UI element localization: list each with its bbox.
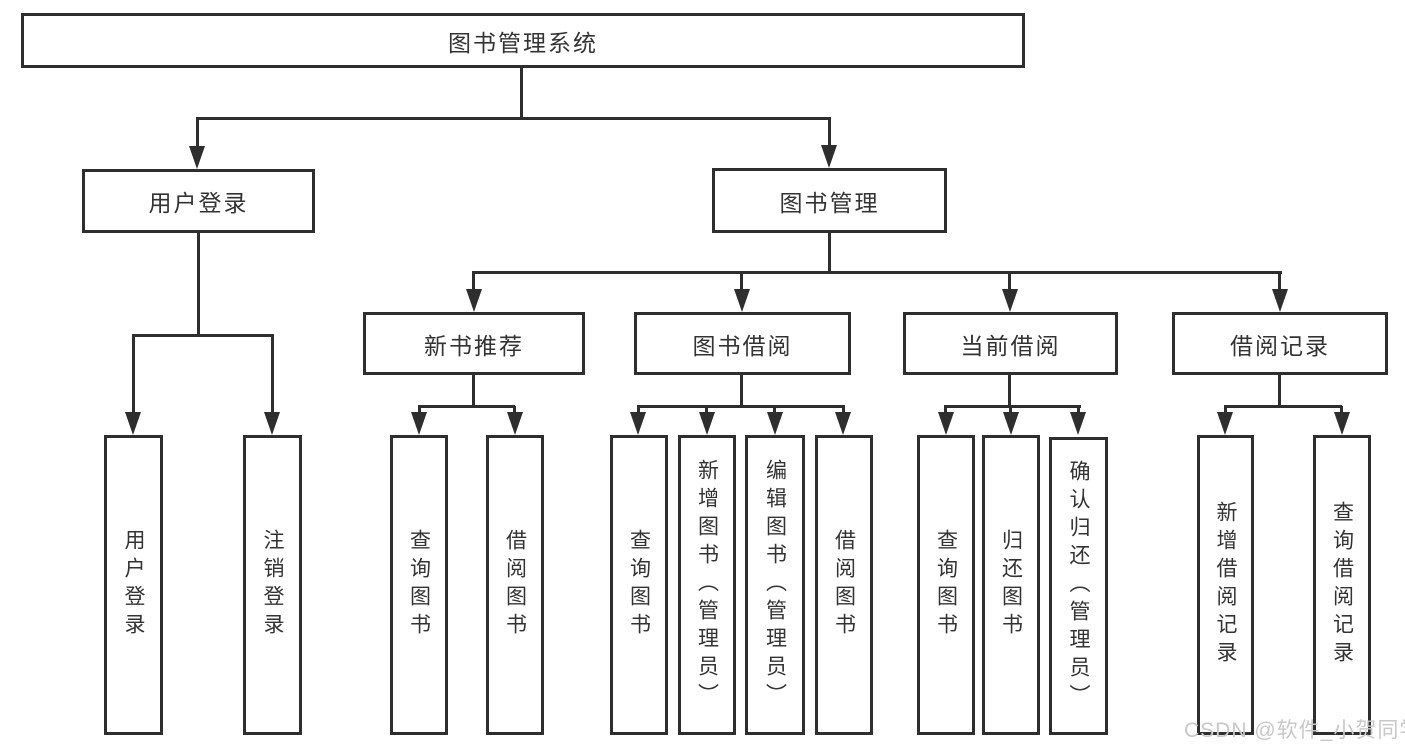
leaf-label: 确认归还（管理员） [1067,460,1091,712]
connector-drop-book-management [828,117,831,148]
arrow-down-icon [630,412,646,435]
leaf-query-books-2: 查询图书 [610,435,668,735]
connector-drop [842,406,845,414]
leaf-query-books-3: 查询图书 [917,435,975,735]
connector-trunk [740,375,743,408]
arrow-down-icon [189,146,205,169]
node-root: 图书管理系统 [21,13,1025,68]
connector-branch [418,405,515,408]
leaf-confirm-return-admin: 确认归还（管理员） [1049,437,1108,735]
connector-drop [513,406,516,414]
node-borrow-records: 借阅记录 [1172,312,1388,375]
leaf-label: 新增图书（管理员） [695,459,719,711]
node-current-borrow-label: 当前借阅 [960,332,1061,359]
arrow-down-icon [1003,412,1019,435]
connector-root-branch [196,117,831,120]
connector-drop [1009,406,1012,414]
connector-drop [418,406,421,414]
arrow-down-icon [466,289,482,312]
connector-drop [472,272,475,292]
leaf-label: 查询图书 [627,529,651,641]
connector-drop [740,272,743,292]
node-user-login: 用户登录 [82,169,315,233]
leaf-label: 查询图书 [407,529,431,641]
leaf-label: 新增借阅记录 [1214,501,1238,669]
leaf-add-books-admin: 新增图书（管理员） [678,435,736,735]
arrow-down-icon [411,412,427,435]
arrow-down-icon [264,412,280,435]
node-new-book-recommend-label: 新书推荐 [424,332,524,359]
node-book-management: 图书管理 [712,168,947,233]
connector-drop-user-login [196,117,199,149]
arrow-down-icon [835,412,851,435]
connector-drop [637,406,640,414]
arrow-down-icon [125,412,141,435]
leaf-label: 用户登录 [122,529,146,641]
connector-management-branch [472,271,1282,274]
connector-trunk [1008,375,1011,408]
arrow-down-icon [767,412,783,435]
leaf-label: 注销登录 [261,529,285,641]
arrow-down-icon [1334,412,1350,435]
connector-branch [944,405,1081,408]
leaf-borrow-books-2: 借阅图书 [815,435,873,735]
connector-login-branch [132,334,274,337]
connector-drop [1278,272,1281,292]
connector-branch [637,405,845,408]
arrow-down-icon [1217,412,1233,435]
arrow-down-icon [938,412,954,435]
connector-drop [271,335,274,415]
leaf-label: 查询图书 [934,529,958,641]
node-borrow-records-label: 借阅记录 [1230,332,1330,359]
leaf-label: 归还图书 [999,529,1023,641]
node-root-label: 图书管理系统 [448,29,598,56]
arrow-down-icon [1002,289,1018,312]
connector-branch [1224,405,1342,408]
leaf-label: 借阅图书 [832,529,856,641]
leaf-label: 查询借阅记录 [1330,501,1354,669]
connector-drop [944,406,947,414]
leaf-borrow-books: 借阅图书 [486,435,544,735]
connector-drop [1008,272,1011,292]
leaf-logout: 注销登录 [243,435,302,735]
leaf-add-borrow-record: 新增借阅记录 [1197,435,1254,735]
connector-drop [1224,406,1227,414]
node-book-borrow-label: 图书借阅 [692,332,793,359]
arrow-down-icon [1070,412,1086,435]
arrow-down-icon [699,412,715,435]
connector-trunk [1278,375,1281,408]
arrow-down-icon [1272,289,1288,312]
node-new-book-recommend: 新书推荐 [363,312,585,375]
node-user-login-label: 用户登录 [148,190,249,216]
csdn-watermark: CSDN @软件_小贺同学 [1184,719,1405,742]
leaf-label: 借阅图书 [503,529,527,641]
connector-management-trunk [828,233,831,274]
node-book-management-label: 图书管理 [779,189,880,216]
leaf-query-books: 查询图书 [390,435,448,735]
node-book-borrow: 图书借阅 [634,312,851,375]
connector-drop [132,335,135,415]
connector-drop [1077,406,1080,414]
connector-drop [773,406,776,414]
leaf-edit-books-admin: 编辑图书（管理员） [745,435,805,735]
leaf-query-borrow-record: 查询借阅记录 [1313,435,1371,735]
leaf-label: 编辑图书（管理员） [763,459,787,711]
connector-drop [705,406,708,414]
leaf-user-login: 用户登录 [104,435,163,735]
node-current-borrow: 当前借阅 [903,312,1118,375]
arrow-down-icon [821,145,837,168]
connector-trunk [472,375,475,408]
arrow-down-icon [734,289,750,312]
connector-login-trunk [197,233,200,336]
connector-drop [1340,406,1343,414]
leaf-return-books: 归还图书 [982,435,1040,735]
arrow-down-icon [507,412,523,435]
connector-root-trunk [520,68,523,118]
